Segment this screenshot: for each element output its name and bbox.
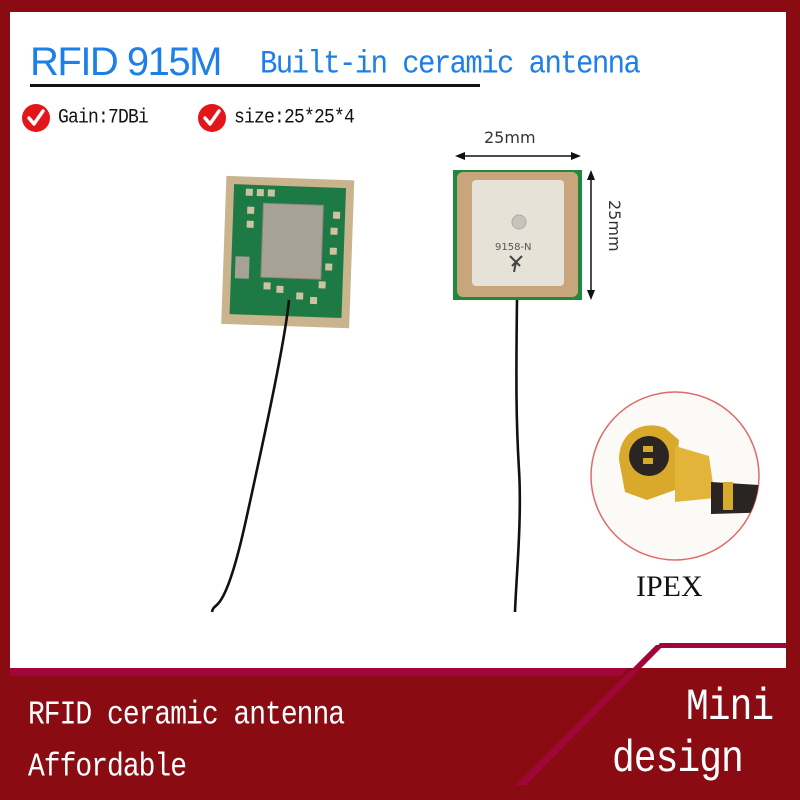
badge-line-1: Mini xyxy=(686,682,774,734)
feature-label: size:25*25*4 xyxy=(234,106,355,130)
product-title: RFID 915M xyxy=(30,40,223,84)
feature-gain: Gain:7DBi xyxy=(22,104,149,132)
title-underline xyxy=(30,84,480,87)
svg-text:9158-N: 9158-N xyxy=(495,242,532,253)
footer-line-1: RFID ceramic antenna xyxy=(28,697,345,735)
ipex-connector-image xyxy=(590,391,760,561)
height-dimension-label: 25mm xyxy=(605,200,624,252)
product-subtitle: Built-in ceramic antenna xyxy=(260,45,641,83)
feature-size: size:25*25*4 xyxy=(198,104,355,132)
feature-label: Gain:7DBi xyxy=(58,106,149,130)
badge-line-2: design xyxy=(612,734,744,786)
width-dimension-label: 25mm xyxy=(484,128,536,147)
footer-line-2: Affordable xyxy=(28,749,187,787)
check-circle-icon xyxy=(22,104,50,132)
check-circle-icon xyxy=(198,104,226,132)
connector-label: IPEX xyxy=(636,570,703,603)
